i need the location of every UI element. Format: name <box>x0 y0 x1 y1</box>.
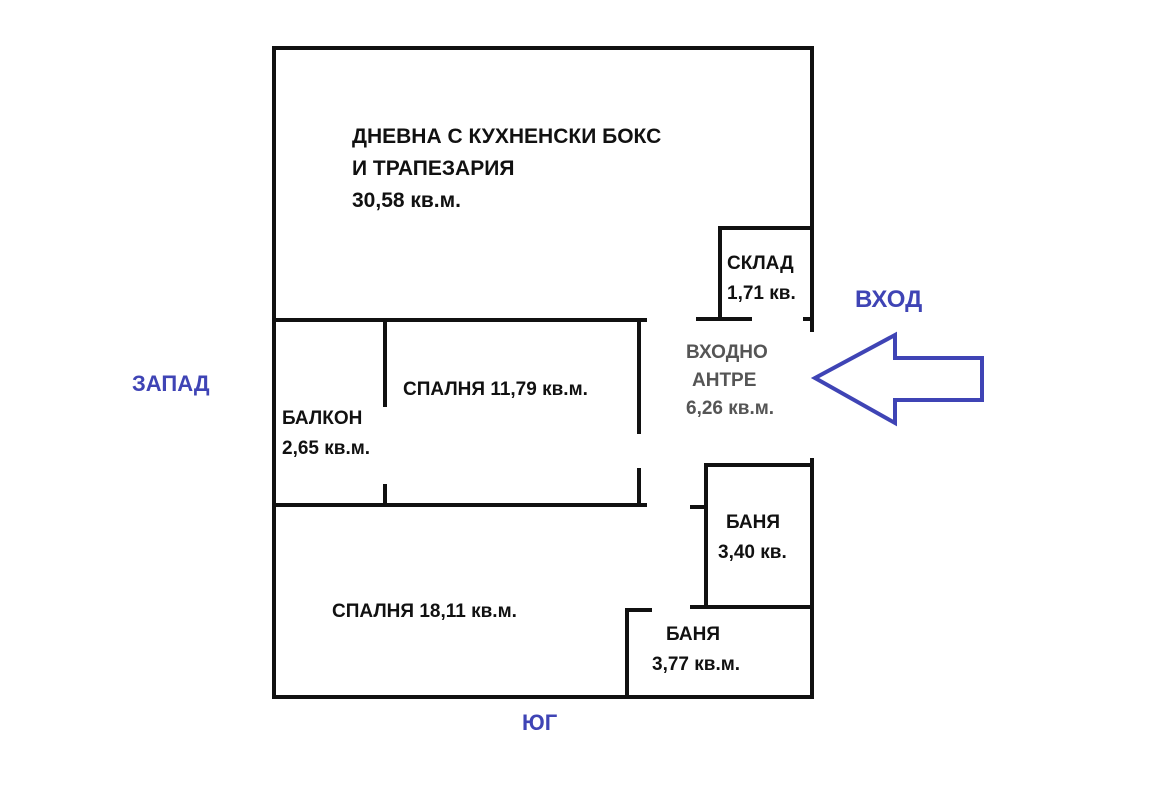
hall-area: 6,26 кв.м. <box>686 395 774 423</box>
bath1-area: 3,40 кв. <box>718 538 787 568</box>
entrance-label: ВХОД <box>855 286 922 314</box>
living-area: 30,58 кв.м. <box>352 185 661 217</box>
bath2-name: БАНЯ <box>652 620 740 650</box>
storage-name: СКЛАД <box>727 249 796 279</box>
storage-label: СКЛАД 1,71 кв. <box>727 249 796 309</box>
bath2-label: БАНЯ 3,77 кв.м. <box>652 620 740 680</box>
bedroom-large-label: СПАЛНЯ 18,11 кв.м. <box>332 596 517 628</box>
living-room-label: ДНЕВНА С КУХНЕНСКИ БОКС И ТРАПЕЗАРИЯ 30,… <box>352 121 661 217</box>
balcony-area: 2,65 кв.м. <box>282 434 370 464</box>
bath1-label: БАНЯ 3,40 кв. <box>718 508 787 568</box>
balcony-label: БАЛКОН 2,65 кв.м. <box>282 404 370 464</box>
living-name-line1: ДНЕВНА С КУХНЕНСКИ БОКС <box>352 121 661 153</box>
hall-name-line1: ВХОДНО <box>686 339 774 367</box>
living-name-line2: И ТРАПЕЗАРИЯ <box>352 153 661 185</box>
hall-label: ВХОДНО АНТРЕ 6,26 кв.м. <box>686 339 774 423</box>
south-label: ЮГ <box>522 710 557 736</box>
balcony-name: БАЛКОН <box>282 404 370 434</box>
entrance-arrow-icon <box>815 335 982 423</box>
bath1-name: БАНЯ <box>718 508 787 538</box>
hall-name-line2: АНТРЕ <box>686 367 774 395</box>
storage-area: 1,71 кв. <box>727 279 796 309</box>
west-label: ЗАПАД <box>132 371 210 397</box>
bedroom-small-label: СПАЛНЯ 11,79 кв.м. <box>403 374 588 406</box>
bath2-area: 3,77 кв.м. <box>652 650 740 680</box>
